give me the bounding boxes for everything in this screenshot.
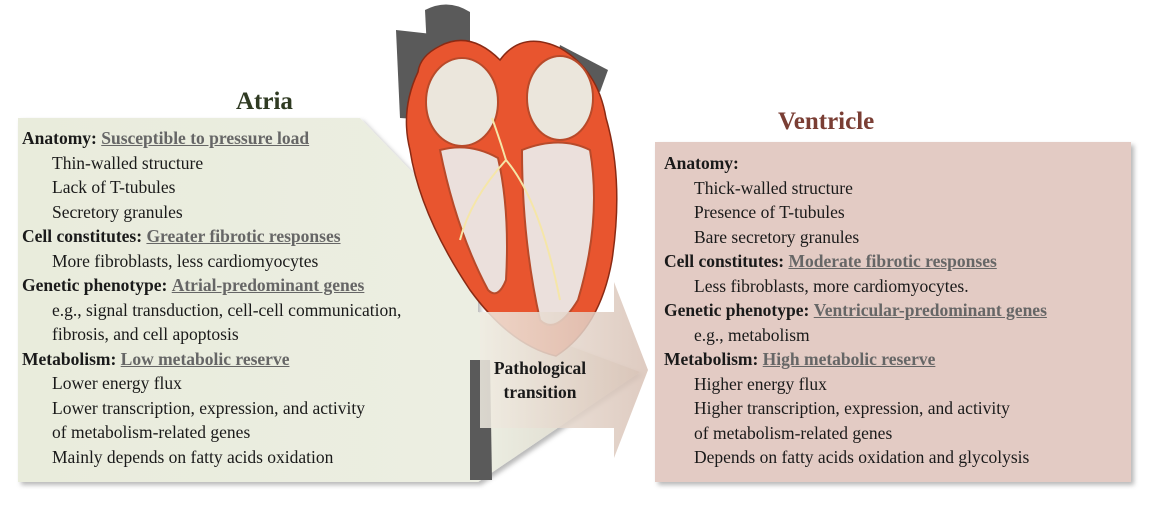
atria-item: e.g., signal transduction, cell-cell com… <box>52 299 402 320</box>
transition-line-2: transition <box>503 382 577 402</box>
atria-genetic-heading: Genetic phenotype: Atrial-predominant ge… <box>22 275 365 295</box>
ventricle-item: e.g., metabolism <box>694 324 810 345</box>
atria-cell-heading: Cell constitutes: Greater fibrotic respo… <box>22 226 341 246</box>
right-atrium-chamber <box>526 55 594 141</box>
transition-label: Pathological transition <box>480 356 600 404</box>
atria-item: Lower energy flux <box>52 373 182 393</box>
right-ventricle-chamber <box>520 141 595 326</box>
conduction-path <box>459 117 561 301</box>
ventricle-item: Depends on fatty acids oxidation and gly… <box>694 447 1030 467</box>
ventricle-item: Bare secretory granules <box>694 226 860 247</box>
atria-panel: Anatomy: Susceptible to pressure load Th… <box>22 126 401 469</box>
transition-line-1: Pathological <box>493 358 587 378</box>
ventricle-cell-highlight: Moderate fibrotic responses <box>788 251 997 271</box>
atria-item: Secretory granules <box>52 201 183 222</box>
transition-arrow <box>480 282 648 458</box>
ventricle-metabolism-highlight: High metabolic reserve <box>762 349 936 369</box>
ventricle-item: Higher transcription, expression, and ac… <box>694 398 1010 418</box>
ventricle-item: Higher energy flux <box>694 373 827 394</box>
ventricle-panel-shape <box>655 142 1131 482</box>
atria-item: fibrosis, and cell apoptosis <box>52 324 239 344</box>
atria-genetic-highlight: Atrial-predominant genes <box>171 275 365 295</box>
ventricle-metabolism-heading: Metabolism: High metabolic reserve <box>664 349 936 369</box>
heart-illustration <box>396 4 618 480</box>
left-atrium-chamber <box>425 57 499 147</box>
ventricle-genetic-highlight: Ventricular-predominant genes <box>813 300 1047 320</box>
ventricle-anatomy-heading: Anatomy: <box>664 153 739 173</box>
atria-metabolism-heading: Metabolism: Low metabolic reserve <box>22 348 290 369</box>
ventricle-genetic-heading: Genetic phenotype: Ventricular-predomina… <box>664 300 1047 320</box>
ventricle-item: Less fibroblasts, more cardiomyocytes. <box>694 275 969 296</box>
atria-item: Thin-walled structure <box>52 152 204 173</box>
atria-title: Atria <box>236 88 293 115</box>
atria-anatomy-highlight: Susceptible to pressure load <box>101 128 310 148</box>
ventricle-item: Presence of T-tubules <box>694 202 845 222</box>
ventricle-title: Ventricle <box>778 108 875 135</box>
atria-item: Lower transcription, expression, and act… <box>52 397 365 418</box>
atria-metabolism-highlight: Low metabolic reserve <box>120 348 290 369</box>
ventricle-item: of metabolism-related genes <box>694 422 893 443</box>
ventricle-panel: Anatomy: Thick-walled structure Presence… <box>664 151 1047 470</box>
atria-item: of metabolism-related genes <box>52 422 251 442</box>
atria-cell-highlight: Greater fibrotic responses <box>146 226 341 246</box>
atria-item: Mainly depends on fatty acids oxidation <box>52 446 334 467</box>
atria-anatomy-heading: Anatomy: Susceptible to pressure load <box>22 128 310 148</box>
ventricle-cell-heading: Cell constitutes: Moderate fibrotic resp… <box>664 251 997 271</box>
atria-item: Lack of T-tubules <box>52 177 176 197</box>
atria-item: More fibroblasts, less cardiomyocytes <box>52 250 319 271</box>
ventricle-item: Thick-walled structure <box>694 177 853 198</box>
